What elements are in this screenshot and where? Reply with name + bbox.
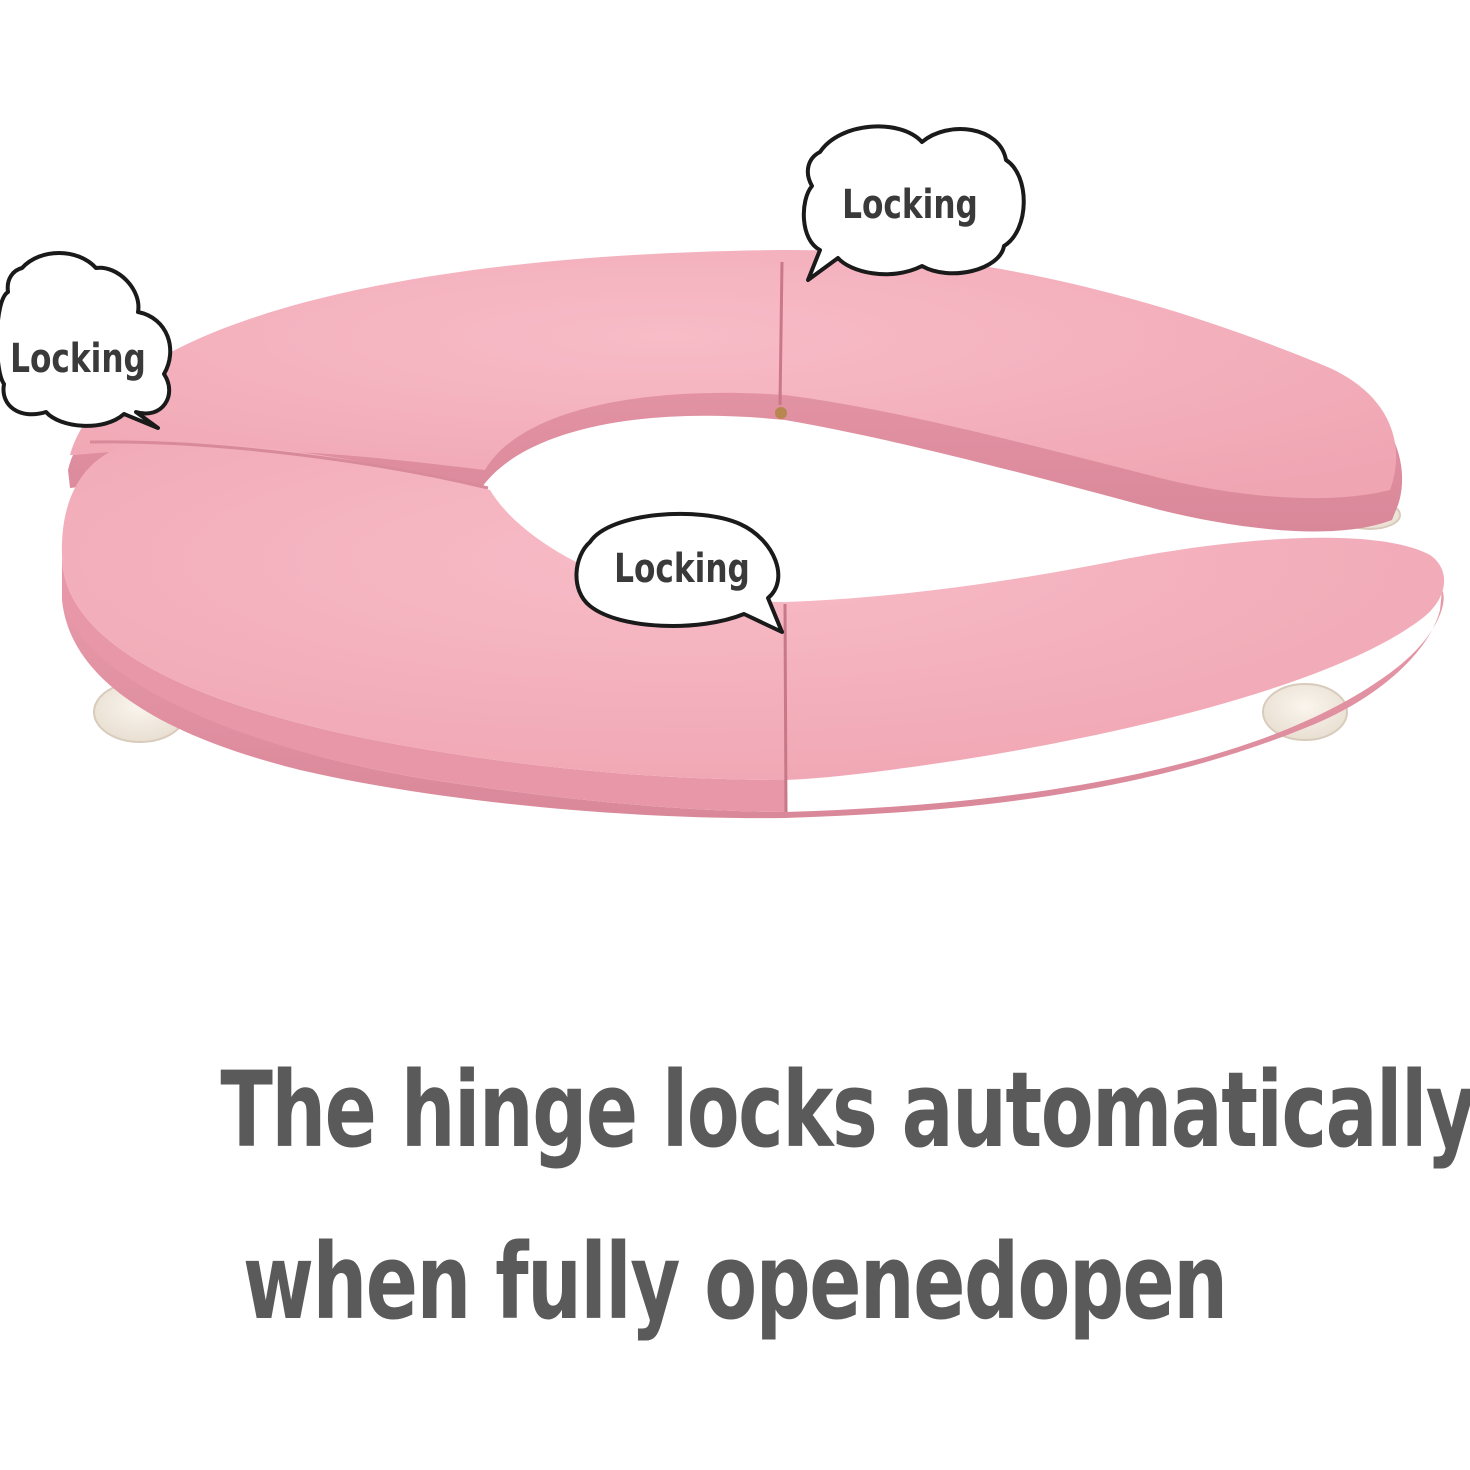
callout-left-label: Locking <box>10 336 146 382</box>
caption-line-2-text: when fully openedopen <box>243 1221 1228 1343</box>
hinge-pin-top <box>775 407 787 419</box>
caption-line-1: The hinge locks automatically <box>0 1058 1470 1162</box>
callout-left-bubble <box>0 251 173 430</box>
callout-top-label: Locking <box>842 182 978 228</box>
callout-left: Locking <box>0 251 173 430</box>
hinge-seam-top <box>778 261 784 406</box>
hinge-seam-bottom <box>783 603 788 813</box>
callout-center: Locking <box>574 511 784 634</box>
callout-top-bubble <box>801 124 1026 282</box>
seat-back-half <box>68 249 1403 532</box>
suction-cup-front-right <box>1262 683 1348 741</box>
callout-top: Locking <box>801 124 1026 282</box>
callout-center-bubble <box>574 511 784 634</box>
hinge-seam-left <box>89 440 489 490</box>
caption-line-1-text: The hinge locks automatically <box>220 1049 1470 1171</box>
caption-line-2: when fully openedopen <box>0 1230 1470 1334</box>
callout-center-label: Locking <box>614 546 750 592</box>
